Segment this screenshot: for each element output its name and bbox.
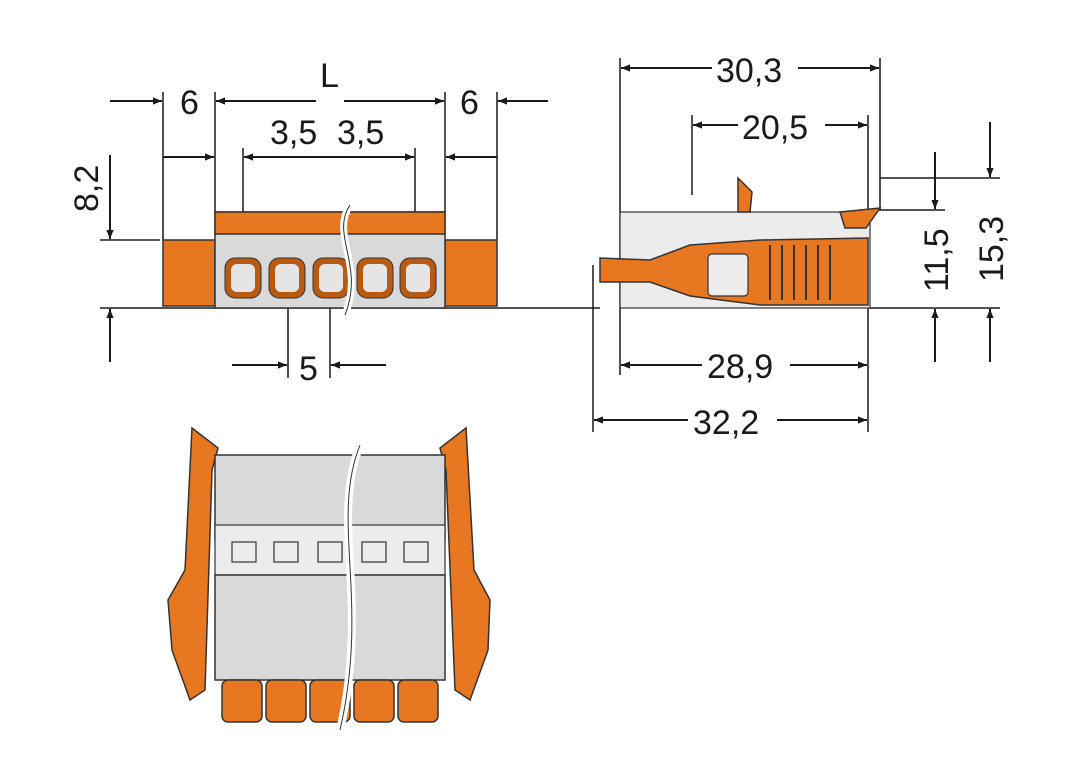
front-view-dimension-lines xyxy=(106,97,548,369)
side-grip-ribs xyxy=(769,245,831,300)
front-connector xyxy=(162,203,498,317)
dim-height-a: 11,5 xyxy=(918,228,956,292)
top-view-actuators xyxy=(221,679,439,723)
dim-right-margin: 6 xyxy=(460,84,479,122)
top-view-connector xyxy=(167,426,491,731)
side-view: 30,3 20,5 11,5 15,3 28,9 32,2 xyxy=(592,52,1011,442)
dim-overall-top: 30,3 xyxy=(716,52,782,90)
front-view-extension-lines xyxy=(100,92,600,378)
dim-pitch-a: 3,5 xyxy=(270,114,317,152)
dim-length: L xyxy=(320,57,339,95)
dim-overall: 32,2 xyxy=(693,404,759,442)
dim-latch: 20,5 xyxy=(742,109,808,147)
side-connector xyxy=(599,176,882,309)
front-wire-entries xyxy=(224,257,437,299)
front-view: 6 L 6 3,5 3,5 8,2 5 xyxy=(68,57,600,388)
top-view-release-buttons xyxy=(231,541,429,563)
dim-height-b: 15,3 xyxy=(973,216,1011,282)
dim-pitch: 5 xyxy=(299,350,318,388)
dim-height: 8,2 xyxy=(68,165,106,212)
dim-left-margin: 6 xyxy=(180,84,199,122)
dim-body: 28,9 xyxy=(707,348,773,386)
side-view-dimension-lines xyxy=(594,64,994,424)
dim-pitch-b: 3,5 xyxy=(337,114,384,152)
